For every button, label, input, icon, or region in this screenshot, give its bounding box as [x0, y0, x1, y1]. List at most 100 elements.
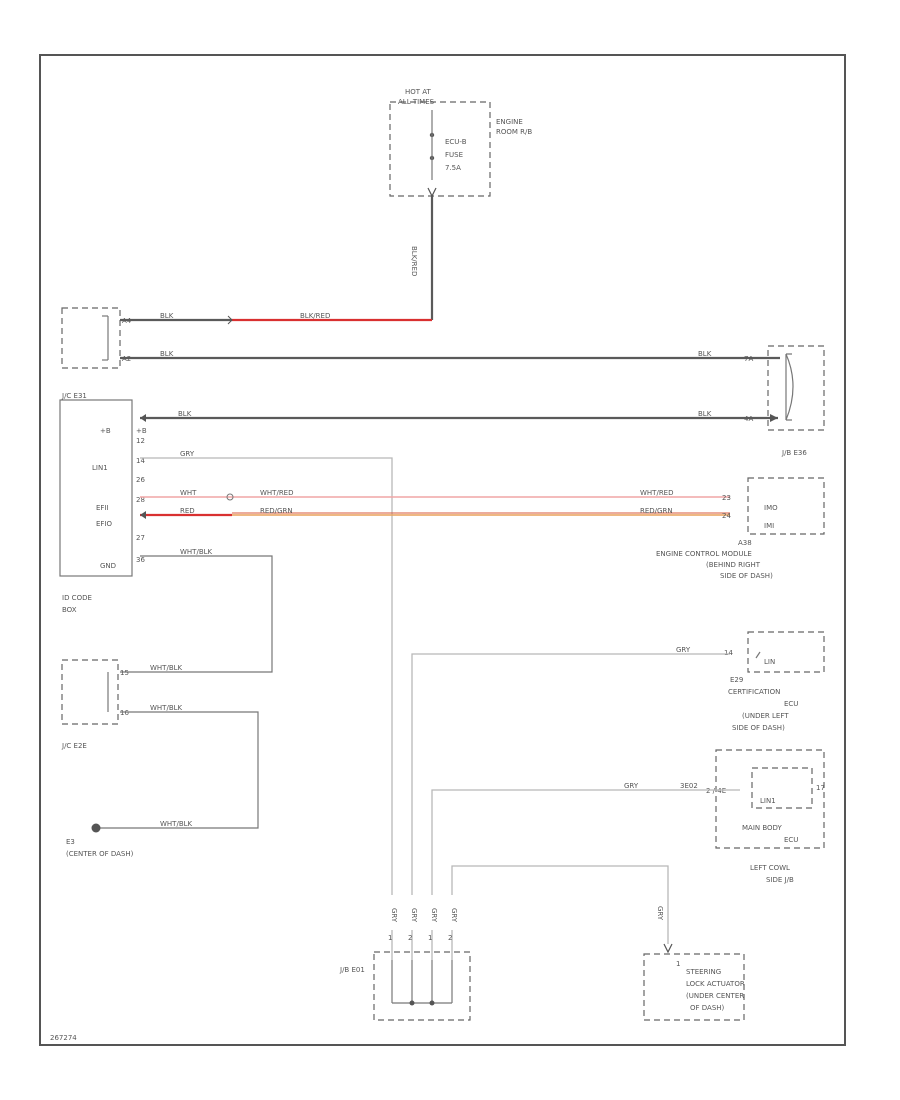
pin-e-b: +B	[136, 427, 147, 435]
pin-e-36: 36	[136, 556, 145, 564]
wire-label-gry: GRY	[180, 450, 195, 458]
wire-label-wht-blk-4: WHT/BLK	[160, 820, 193, 828]
id-code-label: ID CODE	[62, 594, 92, 602]
pin-ecm-b: 24	[722, 512, 731, 520]
pin-e-12: 12	[136, 437, 145, 445]
jb-e36: 7A 4A J/B E36	[744, 345, 825, 457]
wire-label-blk-red-v: BLK/RED	[410, 246, 418, 276]
pin-conn-3: 1	[428, 934, 432, 942]
pin-conn-2: 2	[408, 934, 412, 942]
pin-jb-e36-a: 7A	[744, 355, 753, 363]
pin-e-27: 27	[136, 534, 145, 542]
pin-lock: 1	[676, 960, 680, 968]
wire-label-red-grn-1: RED/GRN	[260, 507, 293, 515]
cert-label-1: CERTIFICATION	[728, 688, 780, 696]
pin-cert: 14	[724, 649, 733, 657]
cert-label-2: ECU	[784, 700, 798, 708]
pin-conn-4: 2	[448, 934, 452, 942]
pin-ecm-a: 23	[722, 494, 731, 502]
id-code-label-2: BOX	[62, 606, 77, 614]
cert-label-3: (UNDER LEFT	[742, 712, 789, 720]
wire-label-wht-red-1: WHT/RED	[260, 489, 294, 497]
main-label-3: LEFT COWL	[750, 864, 790, 872]
ecm-connector-label: A38	[738, 539, 752, 547]
wire-label-gry-v1: GRY	[390, 908, 398, 923]
main-label-4: SIDE J/B	[766, 876, 794, 884]
id-code-box: +B LIN1 EFII EFIO GND ID CODE BOX	[59, 399, 133, 614]
wire-label-wht-red-2: WHT/RED	[640, 489, 674, 497]
wire-label-wht-blk-3: WHT/BLK	[150, 704, 183, 712]
jc-e2e: 15 16 J/C E2E	[61, 659, 129, 750]
wire-label-wht-blk-1: WHT/BLK	[180, 548, 213, 556]
fuse-rating: 7.5A	[445, 164, 461, 172]
lock-label-2: LOCK ACTUATOR	[686, 980, 745, 988]
main-pin-17: 17	[816, 784, 825, 792]
lock-label-4: OF DASH)	[690, 1004, 725, 1012]
wire-label-gry-v4: GRY	[450, 908, 458, 923]
all-times-label: ALL TIMES	[398, 98, 435, 106]
main-conn-label: 3E02	[680, 782, 698, 790]
hot-at-label: HOT AT	[405, 88, 432, 96]
ecm-label-2: (BEHIND RIGHT	[706, 561, 761, 569]
id-pin-lin1: LIN1	[92, 464, 108, 472]
main-label-1: MAIN BODY	[742, 824, 783, 832]
lock-connector-icon	[663, 943, 673, 954]
engine-control-module: 23 24 IMO IMI A38 ENGINE CONTROL MODULE …	[656, 477, 825, 580]
id-pin-b: +B	[100, 427, 111, 435]
wire-label-blk-5: BLK	[698, 410, 712, 418]
pin-e-14: 14	[136, 457, 145, 465]
wire-label-blk-red-h: BLK/RED	[300, 312, 330, 320]
steering-lock-actuator: 1 STEERING LOCK ACTUATOR (UNDER CENTER O…	[643, 943, 745, 1021]
certification-ecu: LIN 14 E29 CERTIFICATION ECU (UNDER LEFT…	[724, 631, 825, 732]
arrow-left-icon-2	[140, 511, 146, 519]
cert-connector: E29	[730, 676, 743, 684]
wire-label-red: RED	[180, 507, 195, 515]
main-label-2: ECU	[784, 836, 798, 844]
id-pin-efio: EFIO	[96, 520, 113, 528]
diagram-id: 267274	[50, 1034, 77, 1042]
fuse-type: FUSE	[445, 151, 463, 159]
cert-label-4: SIDE OF DASH)	[732, 724, 785, 732]
ground-icon	[91, 823, 101, 833]
splice-marker	[227, 315, 233, 325]
pin-conn-1: 1	[388, 934, 392, 942]
arrow-right-icon	[770, 414, 778, 422]
wire-label-blk-3: BLK	[698, 350, 712, 358]
wire-label-gry-v3: GRY	[430, 908, 438, 923]
ecm-pin-imo: IMO	[764, 504, 778, 512]
wire-label-blk-1: BLK	[160, 312, 174, 320]
wire-label-blk-2: BLK	[160, 350, 174, 358]
fuse-block: HOT AT ALL TIMES ENGINE ROOM R/B ECU-B F…	[389, 88, 532, 198]
lock-label-3: (UNDER CENTER	[686, 992, 744, 1000]
jc-top-label: J/C E31	[61, 392, 87, 400]
ecm-label-1: ENGINE CONTROL MODULE	[656, 550, 752, 558]
lock-label-1: STEERING	[686, 968, 721, 976]
pin-jc-e2b: 16	[120, 709, 129, 717]
pin-main-body: 2 / 4E	[706, 787, 726, 795]
pin-e-28: 28	[136, 496, 145, 504]
ground-label-1: E3	[66, 838, 75, 846]
wire-label-gry-v2: GRY	[410, 908, 418, 923]
diagram-frame	[39, 54, 846, 1046]
fuse-name: ECU-B	[445, 138, 467, 146]
pin-jc-e2a: 15	[120, 669, 129, 677]
jc-e2e-label: J/C E2E	[61, 742, 87, 750]
wire-label-gry-3: GRY	[624, 782, 639, 790]
wire-label-blk-4: BLK	[178, 410, 192, 418]
fuse-connector-icon	[427, 187, 437, 198]
ecm-pin-imi: IMI	[764, 522, 774, 530]
engine-room-label-2: ROOM R/B	[496, 128, 532, 136]
wire-label-gry-2: GRY	[676, 646, 691, 654]
wire-label-wht-blk-2: WHT/BLK	[150, 664, 183, 672]
wire-label-red-grn-2: RED/GRN	[640, 507, 673, 515]
engine-room-label: ENGINE	[496, 118, 523, 126]
wire-label-wht: WHT	[180, 489, 197, 497]
main-body-ecu: 2 / 4E LIN1 17 MAIN BODY ECU LEFT COWL S…	[706, 749, 825, 884]
splice-ring-icon	[226, 493, 234, 501]
ecm-label-3: SIDE OF DASH)	[720, 572, 773, 580]
cert-pin-lin: LIN	[764, 658, 775, 666]
jb-e01: J/B E01	[339, 951, 471, 1021]
id-pin-gnd: GND	[100, 562, 116, 570]
ground-label-2: (CENTER OF DASH)	[66, 850, 134, 858]
